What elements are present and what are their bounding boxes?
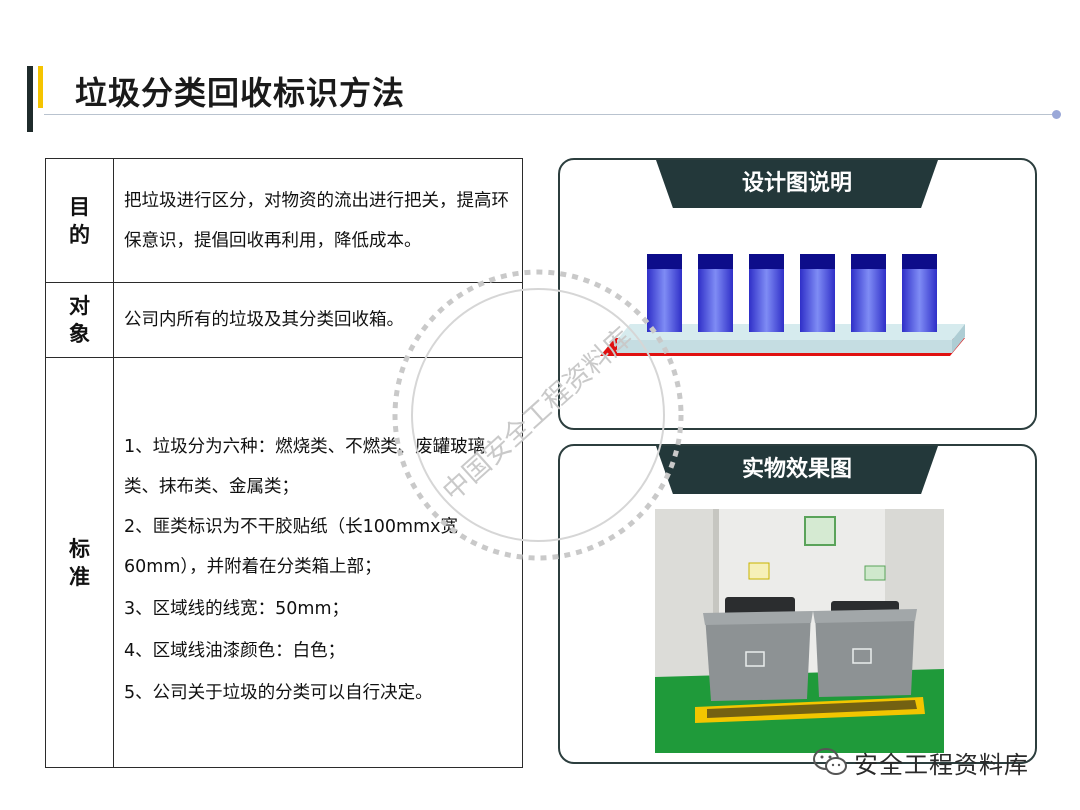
standard-item: 2、匪类标识为不干胶贴纸（长100mmx宽60mm），并附着在分类箱上部；: [124, 516, 458, 577]
table-row-standard: 标准 1、垃圾分为六种：燃烧类、不燃类、废罐玻璃类、抹布类、金属类； 2、匪类标…: [45, 357, 523, 768]
title-accent-bar-dark: [27, 66, 33, 132]
row-head-purpose: 目的: [69, 194, 90, 247]
wechat-icon: [813, 748, 847, 775]
row-head-target: 对象: [69, 294, 90, 346]
design-drawing: [600, 254, 965, 356]
row-body-purpose: 把垃圾进行区分，对物资的流出进行把关，提高环保意识，提倡回收再利用，降低成本。: [113, 158, 523, 283]
design-panel: 设计图说明: [558, 158, 1037, 430]
design-bin: [647, 254, 682, 332]
title-divider-dot: [1052, 110, 1061, 119]
photo-panel: 实物效果图: [558, 444, 1037, 764]
page-title: 垃圾分类回收标识方法: [75, 74, 406, 112]
design-bin: [851, 254, 886, 332]
table-row-target: 对象 公司内所有的垃圾及其分类回收箱。: [45, 282, 523, 358]
title-accent-bar-yellow: [38, 66, 43, 108]
row-body-standard: 1、垃圾分为六种：燃烧类、不燃类、废罐玻璃类、抹布类、金属类； 2、匪类标识为不…: [113, 357, 523, 768]
design-bin: [749, 254, 784, 332]
design-bin: [902, 254, 937, 332]
footer-brand: 安全工程资料库: [812, 745, 1029, 779]
base-front: [617, 340, 952, 353]
row-body-target: 公司内所有的垃圾及其分类回收箱。: [113, 282, 523, 358]
title-divider: [44, 114, 1054, 115]
trash-bin: [703, 597, 813, 701]
wall-sign: [748, 562, 770, 580]
design-bin: [800, 254, 835, 332]
standard-item: 1、垃圾分为六种：燃烧类、不燃类、废罐玻璃类、抹布类、金属类；: [124, 436, 486, 497]
wall-sign: [864, 565, 886, 581]
info-table: 目的 把垃圾进行区分，对物资的流出进行把关，提高环保意识，提倡回收再利用，降低成…: [45, 158, 523, 768]
design-bin: [698, 254, 733, 332]
standard-item: 3、区域线的线宽：50mm；: [124, 598, 349, 619]
table-row-purpose: 目的 把垃圾进行区分，对物资的流出进行把关，提高环保意识，提倡回收再利用，降低成…: [45, 158, 523, 283]
photo-panel-title: 实物效果图: [656, 446, 938, 494]
trash-bin: [813, 601, 917, 697]
row-head-standard: 标准: [69, 536, 90, 589]
standard-item: 5、公司关于垃圾的分类可以自行决定。: [124, 682, 433, 703]
design-panel-title: 设计图说明: [656, 160, 938, 208]
base-side: [952, 324, 965, 353]
wall-sign: [804, 516, 836, 546]
standard-item: 4、区域线油漆颜色：白色；: [124, 640, 346, 661]
bins-photo: [655, 509, 944, 753]
footer-brand-text: 安全工程资料库: [854, 750, 1029, 779]
